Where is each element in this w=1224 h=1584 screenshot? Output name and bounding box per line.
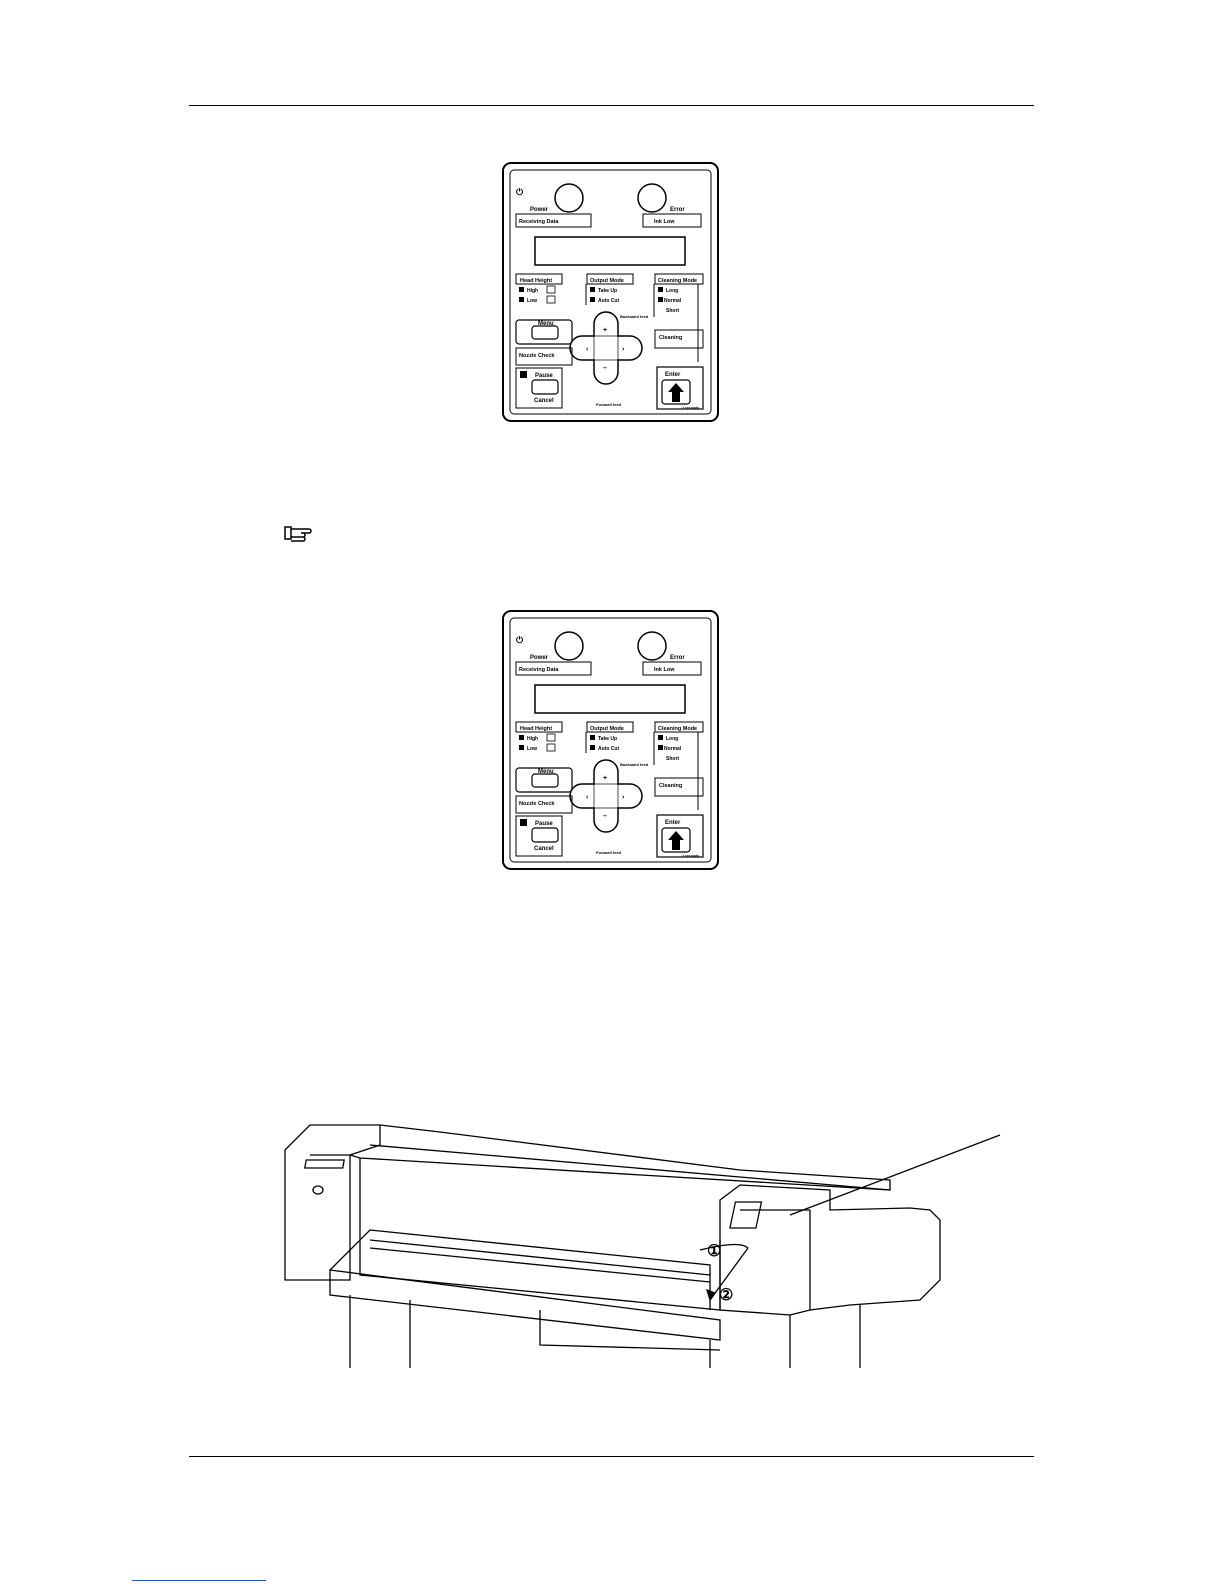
bottom-link-underline[interactable]: [132, 1580, 266, 1581]
up-arrow-icon: [668, 831, 684, 850]
receiving-data-label: Receiving Data: [519, 667, 559, 673]
control-panel-illustration-bottom: ⏻ Power Receiving Data Error Ink Low Hea…: [502, 610, 719, 870]
right-arrow-icon: ›: [622, 794, 625, 801]
printer-illustration: ① ②: [270, 1110, 1020, 1372]
control-panel-svg: ⏻ Power Receiving Data Error Ink Low Hea…: [502, 162, 719, 422]
pause-label: Pause: [535, 821, 553, 827]
menu-button[interactable]: [531, 773, 559, 788]
head-height-low: Low: [527, 298, 537, 304]
error-label: Error: [670, 655, 685, 661]
output-mode-title: Output Mode: [590, 278, 624, 284]
power-symbol-icon: ⏻: [516, 187, 524, 197]
pointing-hand-icon: [283, 521, 317, 545]
enter-label: Enter: [665, 372, 681, 378]
cancel-label: Cancel: [534, 398, 554, 404]
cancel-label: Cancel: [534, 846, 554, 852]
lcd-display: [534, 684, 686, 714]
nozzle-check-label[interactable]: Nozzle Check: [519, 353, 555, 359]
plus-icon: +: [603, 327, 607, 334]
head-height-title: Head Height: [520, 726, 552, 732]
cleaning-mode-title: Cleaning Mode: [658, 726, 697, 732]
control-panel-illustration-top: ⏻ Power Receiving Data Error Ink Low Hea…: [502, 162, 719, 422]
header-rule: [189, 105, 1034, 106]
cleaning-mode-short: Short: [666, 308, 679, 314]
output-mode-auto-cut: Auto Cut: [598, 298, 619, 304]
ink-low-label: Ink Low: [654, 667, 675, 673]
receiving-data-label: Receiving Data: [519, 219, 559, 225]
backward-feed-label: Backward feed: [620, 762, 649, 767]
cleaning-mode-long: Long: [666, 288, 678, 294]
lcd-display: [534, 236, 686, 266]
head-height-title: Head Height: [520, 278, 552, 284]
cross-pad[interactable]: [569, 311, 643, 385]
cleaning-mode-short: Short: [666, 756, 679, 762]
forward-feed-label: Forward feed: [596, 402, 622, 407]
left-arrow-icon: ‹: [586, 346, 589, 353]
cleaning-mode-normal: Normal: [664, 298, 682, 304]
output-mode-title: Output Mode: [590, 726, 624, 732]
menu-label: Menu: [538, 321, 554, 327]
error-label: Error: [670, 207, 685, 213]
error-indicator: [637, 183, 667, 213]
output-mode-take-up: Take Up: [598, 736, 617, 742]
head-height-high: High: [527, 736, 538, 742]
power-label: Power: [530, 655, 549, 661]
output-mode-take-up: Take Up: [598, 288, 617, 294]
step-1-label: ①: [707, 1243, 721, 1260]
pause-cancel-button[interactable]: [531, 827, 559, 843]
control-panel-svg-2: ⏻ Power Receiving Data Error Ink Low Hea…: [502, 610, 719, 870]
right-arrow-icon: ›: [622, 346, 625, 353]
seconds-note: 2 seconds: [682, 406, 699, 410]
pause-cancel-button[interactable]: [531, 379, 559, 395]
step-2-label: ②: [719, 1287, 733, 1304]
pause-icon: [520, 819, 527, 826]
pause-icon: [520, 371, 527, 378]
cleaning-button-label[interactable]: Cleaning: [659, 335, 682, 341]
error-indicator: [637, 631, 667, 661]
power-button[interactable]: [554, 183, 584, 213]
printer-svg: ① ②: [284, 1124, 1001, 1368]
pause-label: Pause: [535, 373, 553, 379]
cleaning-mode-long: Long: [666, 736, 678, 742]
enter-label: Enter: [665, 820, 681, 826]
menu-button[interactable]: [531, 325, 559, 340]
minus-icon: –: [603, 365, 607, 372]
cross-pad[interactable]: [569, 759, 643, 833]
power-symbol-icon: ⏻: [516, 635, 524, 645]
cleaning-mode-title: Cleaning Mode: [658, 278, 697, 284]
cleaning-mode-normal: Normal: [664, 746, 682, 752]
left-arrow-icon: ‹: [586, 794, 589, 801]
ink-low-label: Ink Low: [654, 219, 675, 225]
head-height-high: High: [527, 288, 538, 294]
forward-feed-label: Forward feed: [596, 850, 622, 855]
backward-feed-label: Backward feed: [620, 314, 649, 319]
up-arrow-icon: [668, 383, 684, 402]
menu-label: Menu: [538, 769, 554, 775]
nozzle-check-label[interactable]: Nozzle Check: [519, 801, 555, 807]
head-height-low: Low: [527, 746, 537, 752]
output-mode-auto-cut: Auto Cut: [598, 746, 619, 752]
power-button[interactable]: [554, 631, 584, 661]
minus-icon: –: [603, 813, 607, 820]
plus-icon: +: [603, 775, 607, 782]
footer-rule: [189, 1456, 1034, 1457]
power-label: Power: [530, 207, 549, 213]
seconds-note: 2 seconds: [682, 854, 699, 858]
cleaning-button-label[interactable]: Cleaning: [659, 783, 682, 789]
